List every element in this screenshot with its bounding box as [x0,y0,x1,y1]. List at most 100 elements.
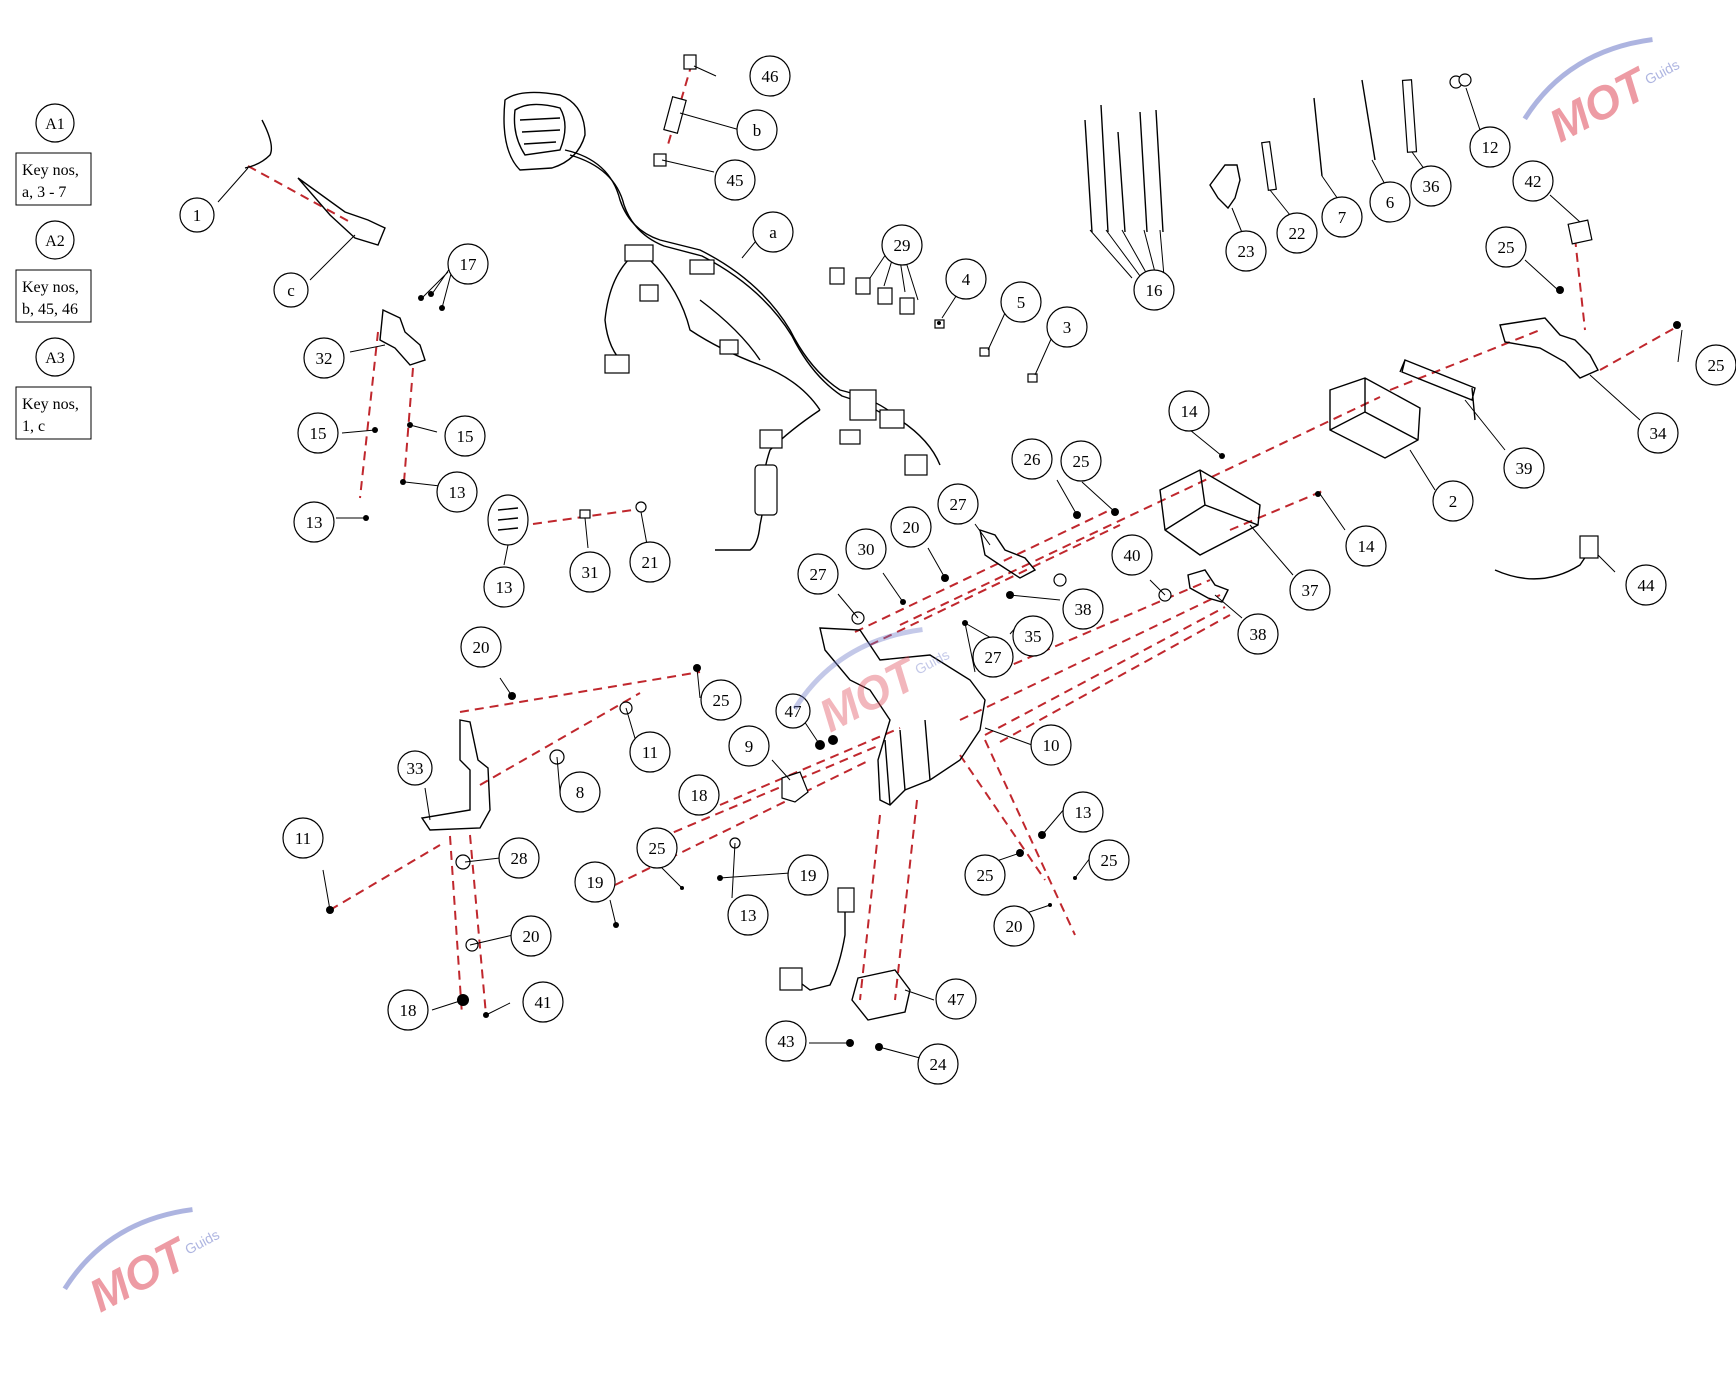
svg-text:8: 8 [576,783,585,802]
part-1 [244,119,273,169]
callout: 20 [460,626,502,668]
callout: c [273,272,309,308]
watermark-sub: Guids [182,1226,222,1257]
svg-text:17: 17 [460,255,478,274]
callout: 29 [881,224,923,266]
legend-line: Key nos, [22,279,79,296]
callout: 41 [522,981,564,1023]
callout: 31 [569,551,611,593]
svg-text:27: 27 [950,495,968,514]
svg-text:4: 4 [962,270,971,289]
legend-id: A1 [45,116,65,133]
callout: 23 [1225,230,1267,272]
svg-text:25: 25 [1498,238,1515,257]
part-37-tray [1159,469,1261,556]
legend-id: A3 [45,350,65,367]
callout: 32 [303,337,345,379]
callout: 13 [483,566,525,608]
callouts: 46 b 45 a 29 4 5 3 16 23 22 7 6 36 12 42… [179,55,1736,1085]
svg-text:25: 25 [977,866,994,885]
callout: 19 [787,854,829,896]
legend-line: Key nos, [22,162,79,179]
svg-text:10: 10 [1043,736,1060,755]
callout: 13 [1062,791,1104,833]
callout: 14 [1345,525,1387,567]
callout: 8 [559,771,601,813]
svg-text:31: 31 [582,563,599,582]
part-21 [579,509,591,519]
svg-text:46: 46 [762,67,779,86]
svg-text:18: 18 [691,786,708,805]
callout: 21 [629,541,671,583]
svg-text:25: 25 [1073,452,1090,471]
fixings [326,286,1681,1051]
callout: 25 [1088,839,1130,881]
svg-text:33: 33 [407,759,424,778]
part-2-battery-tray [1329,377,1421,459]
callout: 16 [1133,269,1175,311]
svg-text:21: 21 [642,553,659,572]
callout: 24 [917,1043,959,1085]
fuse-strips [1084,104,1164,233]
svg-text:41: 41 [535,993,552,1012]
callout: 25 [964,854,1006,896]
watermark-brand: MOT [81,1226,199,1322]
svg-text:13: 13 [496,578,513,597]
callout: 1 [179,197,215,233]
callout: 43 [765,1020,807,1062]
watermark: MOT Guids [1522,37,1682,152]
callout: 19 [574,861,616,903]
part-36 [1401,79,1418,153]
callout: 13 [727,894,769,936]
svg-text:14: 14 [1358,537,1376,556]
part-43-module [851,969,911,1021]
watermark-sub: Guids [912,646,952,677]
svg-text:6: 6 [1386,193,1395,212]
svg-text:22: 22 [1289,224,1306,243]
callout: 35 [1012,615,1054,657]
svg-text:24: 24 [930,1055,948,1074]
svg-text:13: 13 [306,513,323,532]
callout: 17 [447,243,489,285]
part-26 [635,501,647,513]
svg-text:29: 29 [894,236,911,255]
svg-text:11: 11 [295,829,311,848]
svg-text:19: 19 [800,866,817,885]
part-34-bracket [1499,317,1599,379]
svg-text:18: 18 [400,1001,417,1020]
callout: 11 [282,817,324,859]
svg-text:47: 47 [948,990,966,1009]
watermark-brand: MOT [811,646,929,742]
part-30-bracket [979,528,1037,579]
legend-line: 1, c [22,418,45,435]
callout: a [752,211,794,253]
assembly-lines [247,62,1681,1016]
svg-text:13: 13 [449,483,466,502]
svg-text:1: 1 [193,206,202,225]
svg-text:20: 20 [523,927,540,946]
callout: 6 [1369,181,1411,223]
callout: 25 [636,827,678,869]
callout: 3 [1046,306,1088,348]
legend-a1: A1 Key nos, a, 3 - 7 [15,103,92,206]
svg-text:47: 47 [785,702,803,721]
svg-text:30: 30 [858,540,875,559]
svg-text:35: 35 [1025,627,1042,646]
svg-text:32: 32 [316,349,333,368]
callout: 27 [937,483,979,525]
svg-text:3: 3 [1063,318,1072,337]
watermark: MOT Guids [62,1207,222,1322]
part-35-bracket [1187,569,1229,603]
svg-text:37: 37 [1302,581,1320,600]
svg-text:16: 16 [1146,281,1163,300]
svg-text:39: 39 [1516,459,1533,478]
part-23 [1209,164,1241,210]
svg-text:b: b [753,121,762,140]
callout: 14 [1168,390,1210,432]
callout: 27 [972,636,1014,678]
callout: 12 [1469,126,1511,168]
callout: 7 [1321,196,1363,238]
svg-text:13: 13 [740,906,757,925]
callout: 22 [1276,212,1318,254]
